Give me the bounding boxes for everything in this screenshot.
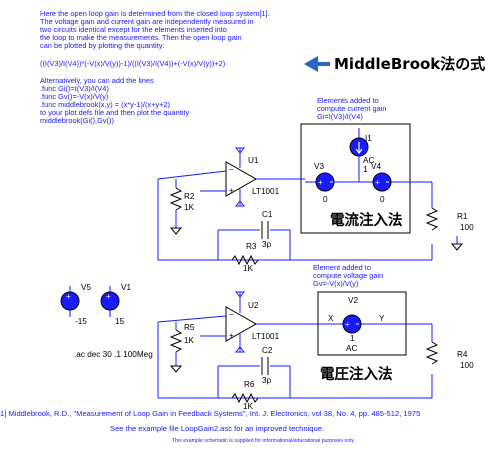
intro-line: The voltage gain and current gain are in… bbox=[40, 17, 254, 26]
supply-down-arrow-icon bbox=[234, 147, 246, 154]
c1-value: 3p bbox=[262, 240, 272, 249]
supply-down-arrow-icon bbox=[234, 291, 246, 298]
voltage-injection-heading: 電圧注入法 bbox=[320, 365, 393, 383]
r4-label: R4 bbox=[457, 350, 468, 359]
r3-value: 1K bbox=[243, 264, 254, 273]
intro-note: Here the open loop gain is determined fr… bbox=[40, 9, 270, 125]
resistor-r2-icon bbox=[169, 187, 183, 211]
ground-icon bbox=[169, 365, 183, 373]
disclaimer-text: This example schematic is supplied for i… bbox=[172, 438, 355, 444]
resistor-r5-icon bbox=[169, 329, 183, 353]
circuit-1: − + U1 LT1001 R2 1K C1 3p R3 bbox=[157, 147, 474, 273]
v4-label: V4 bbox=[371, 162, 381, 171]
r2-value: 1K bbox=[184, 203, 195, 212]
voltage-box-title: Element added to bbox=[313, 263, 371, 272]
circuit-2: − + U2 LT1001 R5 1K C2 3p R6 1K bbox=[157, 291, 474, 411]
r5-label: R5 bbox=[184, 323, 195, 332]
current-box-title: Elements added to bbox=[317, 96, 379, 105]
callout-label: MiddleBrook法の式 bbox=[334, 55, 485, 73]
intro-line: can be plotted by plotting the quantity: bbox=[40, 41, 165, 50]
v2-value: 1 bbox=[350, 334, 355, 343]
current-injection-group: Elements added to compute current gain G… bbox=[300, 96, 411, 234]
v2-label: V2 bbox=[348, 296, 358, 305]
c2-label: C2 bbox=[262, 346, 273, 355]
current-arrowhead-icon bbox=[355, 148, 363, 154]
voltage-box-title: compute voltage gain bbox=[313, 271, 383, 280]
r1-value: 100 bbox=[460, 223, 474, 232]
voltage-injection-group: Element added to compute voltage gain Gv… bbox=[313, 263, 407, 383]
r3-label: R3 bbox=[246, 242, 257, 251]
v1-value: 15 bbox=[115, 317, 125, 326]
ground-icon bbox=[450, 243, 464, 251]
ac-directive: .ac dec 30 .1 100Meg bbox=[74, 350, 153, 359]
alt-line: Alternatively, you can add the lines bbox=[40, 76, 154, 85]
v4-plus-icon: + bbox=[375, 178, 380, 187]
v2-ac-label: AC bbox=[346, 344, 357, 353]
v3-value: 0 bbox=[323, 195, 328, 204]
u2-label: U2 bbox=[248, 301, 259, 310]
current-injection-heading: 電流注入法 bbox=[330, 211, 403, 229]
opamp-u1-icon bbox=[225, 161, 258, 197]
left-arrow-icon bbox=[304, 56, 330, 72]
opamp-u1-minus: − bbox=[229, 165, 234, 174]
svg-text:+: + bbox=[345, 320, 350, 329]
node-y-label: Y bbox=[379, 314, 385, 323]
u1-model: LT1001 bbox=[252, 187, 280, 196]
svg-text:+: + bbox=[229, 331, 234, 340]
intro-line: the loop to make the measurements. Then … bbox=[40, 33, 242, 42]
opamp-u1-plus: + bbox=[229, 186, 234, 195]
alt-line: middlebrook(Gi(),Gv()) bbox=[40, 116, 114, 125]
node-x-label: X bbox=[328, 314, 334, 323]
resistor-r3-icon bbox=[231, 254, 259, 266]
alt-line: .func Gi()=I(V3)/I(V4) bbox=[40, 84, 109, 93]
u2-model: LT1001 bbox=[252, 332, 280, 341]
r5-value: 1K bbox=[184, 336, 195, 345]
opamp-u2-icon bbox=[225, 306, 258, 342]
current-box-title: compute current gain bbox=[317, 104, 386, 113]
supply-up-arrow-icon bbox=[234, 200, 246, 207]
intro-line: two circuits identical except for the el… bbox=[40, 25, 227, 34]
resistor-r4-icon bbox=[425, 341, 439, 365]
v3-label: V3 bbox=[314, 162, 324, 171]
alt-line: .func Gv()=-V(x)/V(y) bbox=[40, 92, 108, 101]
u1-label: U1 bbox=[248, 156, 259, 165]
r6-value: 1K bbox=[243, 402, 254, 411]
svg-text:+: + bbox=[66, 292, 71, 301]
r4-value: 100 bbox=[460, 361, 474, 370]
v1-label: V1 bbox=[121, 283, 131, 292]
current-box-title: Gi=I(V3)/I(V4) bbox=[317, 112, 363, 121]
i1-label: I1 bbox=[365, 134, 372, 143]
r1-label: R1 bbox=[457, 212, 468, 221]
supply-up-arrow-icon bbox=[234, 346, 246, 353]
formula-text: ((I(V3)/I(V4))*(-V(x)/V(y))-1)/((I(V3)/I… bbox=[40, 59, 225, 68]
ground-icon bbox=[169, 227, 183, 235]
resistor-r6-icon bbox=[231, 392, 259, 404]
v5-value: -15 bbox=[75, 317, 87, 326]
svg-text:−: − bbox=[229, 310, 234, 319]
c2-value: 3p bbox=[262, 376, 272, 385]
supplies: + V5 -15 + V1 15 bbox=[60, 283, 131, 326]
example-note: See the example file LoopGain2.asc for a… bbox=[110, 424, 324, 433]
alt-line: to your plot.defs file and then plot the… bbox=[40, 108, 189, 117]
intro-line: Here the open loop gain is determined fr… bbox=[40, 9, 270, 18]
v4-value: 0 bbox=[380, 195, 385, 204]
v5-label: V5 bbox=[81, 283, 91, 292]
r2-label: R2 bbox=[184, 192, 195, 201]
c1-label: C1 bbox=[262, 210, 273, 219]
callout: MiddleBrook法の式 bbox=[304, 55, 485, 73]
voltage-box-title: Gv=-V(x)/V(y) bbox=[313, 279, 358, 288]
v3-plus-icon: + bbox=[318, 178, 323, 187]
resistor-r1-icon bbox=[425, 207, 439, 231]
reference-text: 1] Middlebrook, R.D., "Measurement of Lo… bbox=[0, 409, 420, 418]
i1-ac-label: AC bbox=[363, 156, 374, 165]
svg-text:+: + bbox=[106, 292, 111, 301]
i1-ac-value: 1 bbox=[363, 165, 368, 174]
r6-label: R6 bbox=[244, 380, 255, 389]
alt-line: .func middlebrook(x,y) = (x*y-1)/(x+y+2) bbox=[40, 100, 170, 109]
